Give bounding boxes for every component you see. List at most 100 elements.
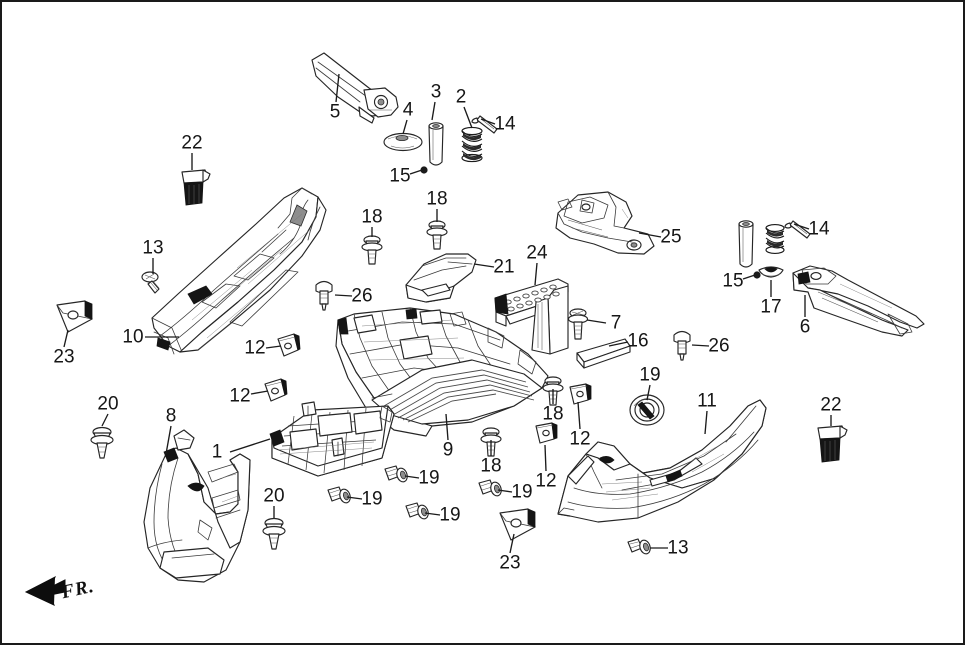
leader-line-push-rivet	[101, 413, 109, 427]
leader-line-screw-grommet	[334, 294, 353, 297]
leader-line-clip-plate	[63, 329, 69, 348]
part-22-rubber-bumper-right	[817, 425, 848, 463]
callout-number-clip-nut: 12	[229, 385, 251, 407]
leader-line-step-mount-bracket	[638, 232, 662, 238]
part-25-step-mount-bracket	[555, 191, 655, 255]
callout-number-center-console-lid: 21	[493, 256, 515, 278]
leader-line-right-floor-side-panel	[704, 410, 708, 435]
leader-line-flange-bolt	[586, 319, 607, 324]
leader-line-step-pivot-cap	[402, 119, 408, 135]
callout-number-center-floor-frame: 9	[442, 439, 454, 461]
callout-number-pin: 15	[389, 165, 411, 187]
callout-number-flange-bolt-small: 18	[480, 455, 502, 477]
part-22-rubber-bumper-left	[181, 169, 211, 206]
callout-number-pin: 15	[722, 270, 744, 292]
callout-number-push-rivet: 20	[263, 485, 285, 507]
callout-number-step-mount-bracket: 25	[660, 226, 682, 248]
leader-line-cotter-pin	[480, 118, 496, 125]
callout-number-spring: 2	[455, 86, 467, 108]
callout-number-left-floor-side-panel: 10	[122, 326, 144, 348]
leader-line-cotter-pin	[793, 223, 810, 230]
part-3-pivot-collar-left	[428, 122, 444, 166]
callout-number-flange-bolt-small: 18	[542, 403, 564, 425]
leader-line-center-console-lid	[473, 263, 495, 268]
callout-number-tapping-screw: 13	[142, 237, 164, 259]
callout-number-clip-nut: 12	[244, 337, 266, 359]
callout-number-front-side-cowl: 8	[165, 405, 177, 427]
part-19-hex-screw-b	[327, 486, 351, 504]
leader-line-clip-nut	[577, 401, 581, 430]
part-8-front-side-cowl	[143, 429, 251, 583]
callout-number-flange-bolt-small: 18	[426, 188, 448, 210]
callout-number-step-bracket: 24	[526, 242, 548, 264]
part-14-cotter-pin-left	[471, 115, 498, 134]
leader-line-hex-flange-screw	[497, 489, 513, 493]
leader-line-center-floor-frame	[445, 413, 449, 441]
callout-number-flange-bolt-small: 18	[361, 206, 383, 228]
callout-number-hex-flange-screw: 19	[361, 488, 383, 510]
leader-line-rubber-pad	[608, 341, 629, 347]
leader-line-clip-nut	[250, 390, 269, 395]
callout-number-hex-flange-screw: 19	[511, 481, 533, 503]
part-20-push-rivet-b	[262, 517, 286, 550]
leader-line-pivot-collar	[431, 101, 436, 121]
callout-number-under-cover-panel: 1	[211, 441, 223, 463]
part-15-pin-left	[420, 166, 428, 174]
callout-number-push-rivet: 20	[97, 393, 119, 415]
part-21-center-console-lid	[405, 253, 477, 303]
leader-line-clip-nut	[544, 444, 547, 472]
leader-line-pin	[742, 274, 756, 280]
part-15-pin-right	[753, 271, 761, 279]
part-18-flange-bolt-b	[361, 235, 383, 265]
callout-number-hex-flange-screw: 19	[418, 467, 440, 489]
callout-number-step-pivot-cap: 4	[402, 99, 414, 121]
callout-number-grommet: 19	[639, 364, 661, 386]
leader-line-front-side-cowl	[165, 425, 172, 455]
front-direction-arrow	[24, 575, 66, 606]
callout-leader-lines	[63, 73, 832, 554]
callout-number-pivot-collar: 3	[430, 81, 442, 103]
part-7-flange-bolt	[567, 308, 589, 340]
part-12-clip-nut-c	[569, 383, 592, 405]
part-13-tapping-screw-left	[141, 271, 160, 294]
callout-number-hex-flange-screw: 19	[439, 504, 461, 526]
part-12-clip-nut-a	[277, 333, 301, 357]
callout-number-rubber-pad: 16	[627, 330, 649, 352]
part-26-screw-grommet-right	[673, 330, 691, 361]
leader-line-hex-flange-screw	[424, 512, 441, 516]
leader-line-screw-grommet	[691, 344, 710, 347]
callout-number-cotter-pin: 14	[494, 113, 516, 135]
callout-number-rubber-bumper: 22	[820, 394, 842, 416]
part-2-spring-right	[765, 224, 785, 254]
part-6-step-bar-right	[792, 265, 925, 337]
callout-number-step-bar-left: 5	[329, 101, 341, 123]
part-23-clip-plate-right	[499, 508, 536, 541]
part-12-clip-nut-d	[535, 422, 558, 444]
callout-number-clip-plate: 23	[53, 346, 75, 368]
callout-number-cotter-pin: 14	[808, 218, 830, 240]
part-1-under-cover-panel	[269, 401, 395, 477]
part-26-screw-grommet-left	[315, 280, 333, 311]
part-17-washer-plate	[758, 266, 784, 278]
part-18-flange-bolt-a	[426, 220, 448, 250]
part-24-step-bracket	[494, 278, 569, 355]
callout-number-flange-bolt: 7	[610, 312, 622, 334]
part-13-tapping-screw-right	[627, 538, 651, 555]
callout-number-clip-nut: 12	[569, 428, 591, 450]
leader-line-clip-nut	[265, 345, 282, 349]
callout-number-right-floor-side-panel: 11	[697, 390, 717, 412]
part-12-clip-nut-b	[264, 378, 288, 402]
part-20-push-rivet-a	[90, 426, 114, 459]
leader-line-grommet	[646, 384, 651, 401]
callout-number-clip-plate: 23	[499, 552, 521, 574]
part-19-hex-screw-c	[405, 502, 429, 520]
part-4-step-pivot-cap	[383, 132, 423, 152]
callout-number-screw-grommet: 26	[351, 285, 373, 307]
leader-line-spring	[463, 106, 473, 129]
callout-number-screw-grommet: 26	[708, 335, 730, 357]
callout-number-clip-nut: 12	[535, 470, 557, 492]
leader-line-clip-plate	[509, 533, 515, 554]
callout-number-rubber-bumper: 22	[181, 132, 203, 154]
